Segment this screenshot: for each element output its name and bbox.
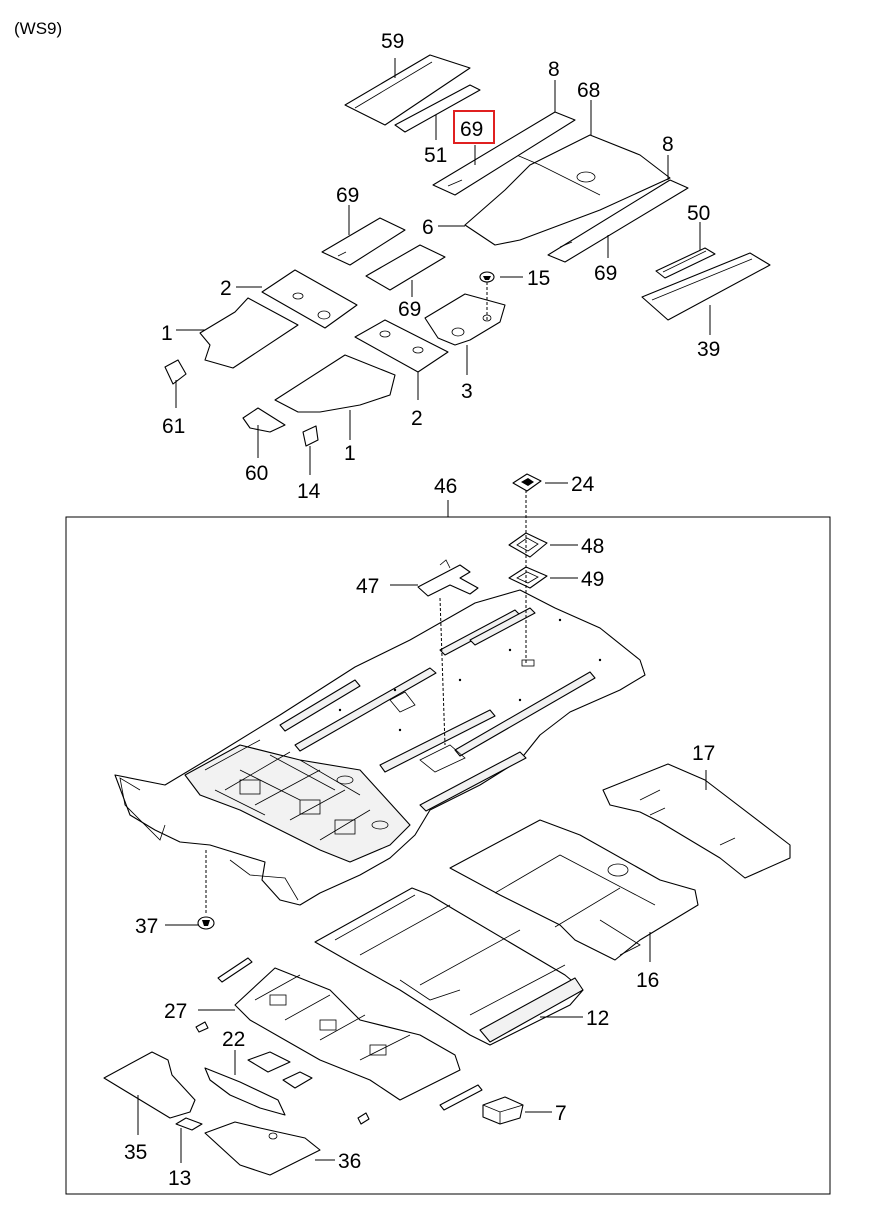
part-60-pad[interactable] (242, 407, 286, 433)
part-small-clip-b[interactable] (357, 1112, 370, 1125)
callout-7[interactable]: 7 (555, 1102, 567, 1125)
part-47-bracket[interactable] (417, 559, 479, 597)
part-24-grommet[interactable] (512, 473, 542, 492)
part-16-pad-set[interactable] (449, 819, 699, 961)
callout-49[interactable]: 49 (581, 568, 604, 591)
callout-6[interactable]: 6 (422, 216, 434, 239)
part-8-strip-top[interactable] (432, 111, 576, 196)
part-51-strip[interactable] (394, 84, 481, 133)
part-37-clip[interactable] (197, 916, 215, 930)
model-code-label: (WS9) (14, 19, 62, 38)
callout-51[interactable]: 51 (424, 144, 447, 167)
part-59-pad[interactable] (344, 54, 471, 126)
callout-27[interactable]: 27 (164, 1000, 187, 1023)
part-27-pad[interactable] (234, 967, 461, 1101)
part-small-strip-b[interactable] (439, 1084, 483, 1111)
callout-8-top[interactable]: 8 (548, 58, 560, 81)
part-35-pad[interactable] (103, 1051, 196, 1119)
callout-47[interactable]: 47 (356, 575, 379, 598)
callout-59[interactable]: 59 (381, 30, 404, 53)
callout-69-b[interactable]: 69 (594, 262, 617, 285)
callout-labels: 59 51 69 8 68 8 69 6 50 15 69 69 2 1 39 … (124, 30, 720, 1190)
part-small-clip-a[interactable] (195, 1021, 209, 1033)
callout-24[interactable]: 24 (571, 473, 595, 496)
callout-36[interactable]: 36 (338, 1150, 361, 1173)
callout-16[interactable]: 16 (636, 969, 659, 992)
part-2-pad-lower[interactable] (354, 319, 449, 373)
part-13-pad[interactable] (175, 1117, 203, 1131)
callout-39[interactable]: 39 (697, 338, 720, 361)
callout-50[interactable]: 50 (687, 202, 710, 225)
highlight-box-69 (453, 110, 495, 144)
callout-12[interactable]: 12 (586, 1007, 609, 1030)
callout-69-highlighted[interactable]: 69 (460, 118, 483, 141)
part-69-pad-b[interactable] (365, 244, 446, 291)
part-7-block[interactable] (482, 1096, 524, 1125)
part-17-pad[interactable] (602, 763, 791, 879)
callout-3[interactable]: 3 (461, 380, 473, 403)
callout-8-right[interactable]: 8 (662, 133, 674, 156)
callout-68[interactable]: 68 (577, 79, 600, 102)
part-1-pad-upper[interactable] (199, 297, 299, 369)
part-22-pad[interactable] (204, 1051, 313, 1116)
callout-2-a[interactable]: 2 (220, 277, 232, 300)
callout-48[interactable]: 48 (581, 535, 604, 558)
callout-13[interactable]: 13 (168, 1167, 191, 1190)
callout-17[interactable]: 17 (692, 742, 715, 765)
callout-22[interactable]: 22 (222, 1028, 245, 1051)
part-46-floor-carpet[interactable] (114, 589, 646, 906)
part-49-seal[interactable] (508, 566, 548, 589)
callout-61[interactable]: 61 (162, 415, 185, 438)
part-small-strip-a[interactable] (217, 957, 253, 983)
callout-1-a[interactable]: 1 (161, 322, 173, 345)
part-8-strip-right[interactable] (547, 179, 689, 263)
part-36-pad[interactable] (204, 1121, 321, 1176)
part-14-square[interactable] (302, 425, 319, 447)
callout-69-c[interactable]: 69 (398, 298, 421, 321)
part-48-seal[interactable] (508, 532, 548, 558)
callout-46[interactable]: 46 (434, 475, 457, 498)
part-15-clip[interactable] (479, 271, 495, 283)
callout-37[interactable]: 37 (135, 915, 158, 938)
callout-69-a[interactable]: 69 (336, 184, 359, 207)
callout-35[interactable]: 35 (124, 1141, 147, 1164)
callout-60[interactable]: 60 (245, 462, 268, 485)
part-12-carpet[interactable] (314, 887, 584, 1046)
part-1-pad-lower[interactable] (274, 354, 396, 413)
part-61-wedge[interactable] (164, 359, 187, 385)
callout-15[interactable]: 15 (527, 267, 550, 290)
callout-2-b[interactable]: 2 (411, 407, 423, 430)
part-2-pad-upper[interactable] (261, 269, 358, 329)
callout-14[interactable]: 14 (297, 480, 321, 503)
part-3-bracket[interactable] (424, 293, 506, 346)
leader-lines (137, 58, 711, 1163)
callout-1-b[interactable]: 1 (344, 442, 356, 465)
part-69-pad-a[interactable] (321, 217, 406, 266)
part-50-strip[interactable] (655, 247, 716, 279)
part-39-pad[interactable] (641, 252, 771, 321)
